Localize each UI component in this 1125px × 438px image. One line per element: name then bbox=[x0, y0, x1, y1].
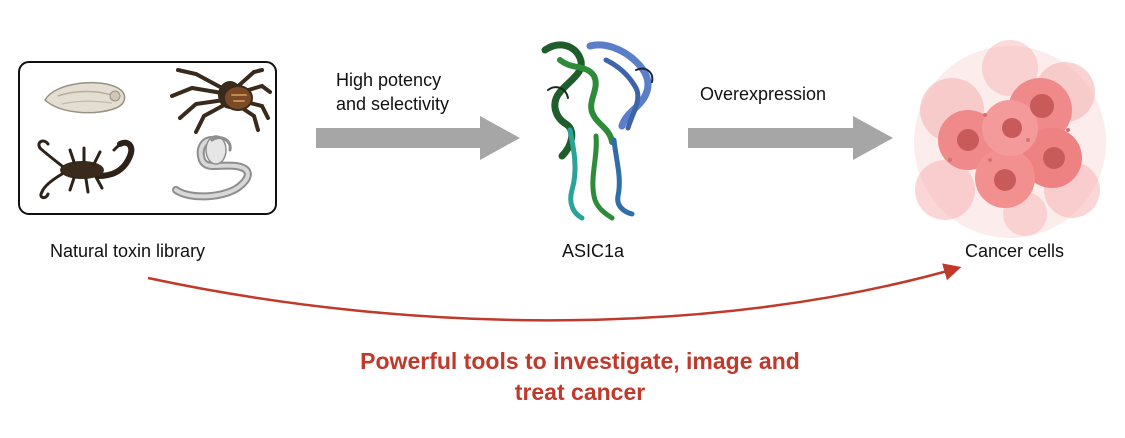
scorpion-icon bbox=[37, 139, 135, 200]
protein-structure-icon bbox=[541, 41, 654, 221]
curved-arrow-toxins-to-cancer bbox=[147, 263, 962, 322]
cancer-cell-cluster-icon bbox=[914, 40, 1106, 238]
cone-snail-shell-icon bbox=[44, 81, 126, 114]
cancer-cells-label: Cancer cells bbox=[965, 241, 1065, 261]
conclusion-line1: Powerful tools to investigate, image and bbox=[360, 348, 800, 374]
asic1a-label: ASIC1a bbox=[562, 241, 625, 261]
potency-label-line1: High potency bbox=[336, 70, 442, 90]
overexpression-label: Overexpression bbox=[700, 84, 827, 104]
conclusion-line2: treat cancer bbox=[514, 379, 646, 405]
arrow-potency-selectivity bbox=[316, 116, 520, 160]
potency-label-line2: and selectivity bbox=[336, 94, 450, 114]
conclusion-text: Powerful tools to investigate, image and… bbox=[250, 346, 910, 408]
arrow-overexpression bbox=[688, 116, 893, 160]
tarantula-icon bbox=[170, 68, 272, 134]
potency-label: High potency and selectivity bbox=[336, 68, 449, 116]
cobra-snake-icon bbox=[172, 135, 252, 201]
toxin-library-label: Natural toxin library bbox=[50, 241, 206, 261]
